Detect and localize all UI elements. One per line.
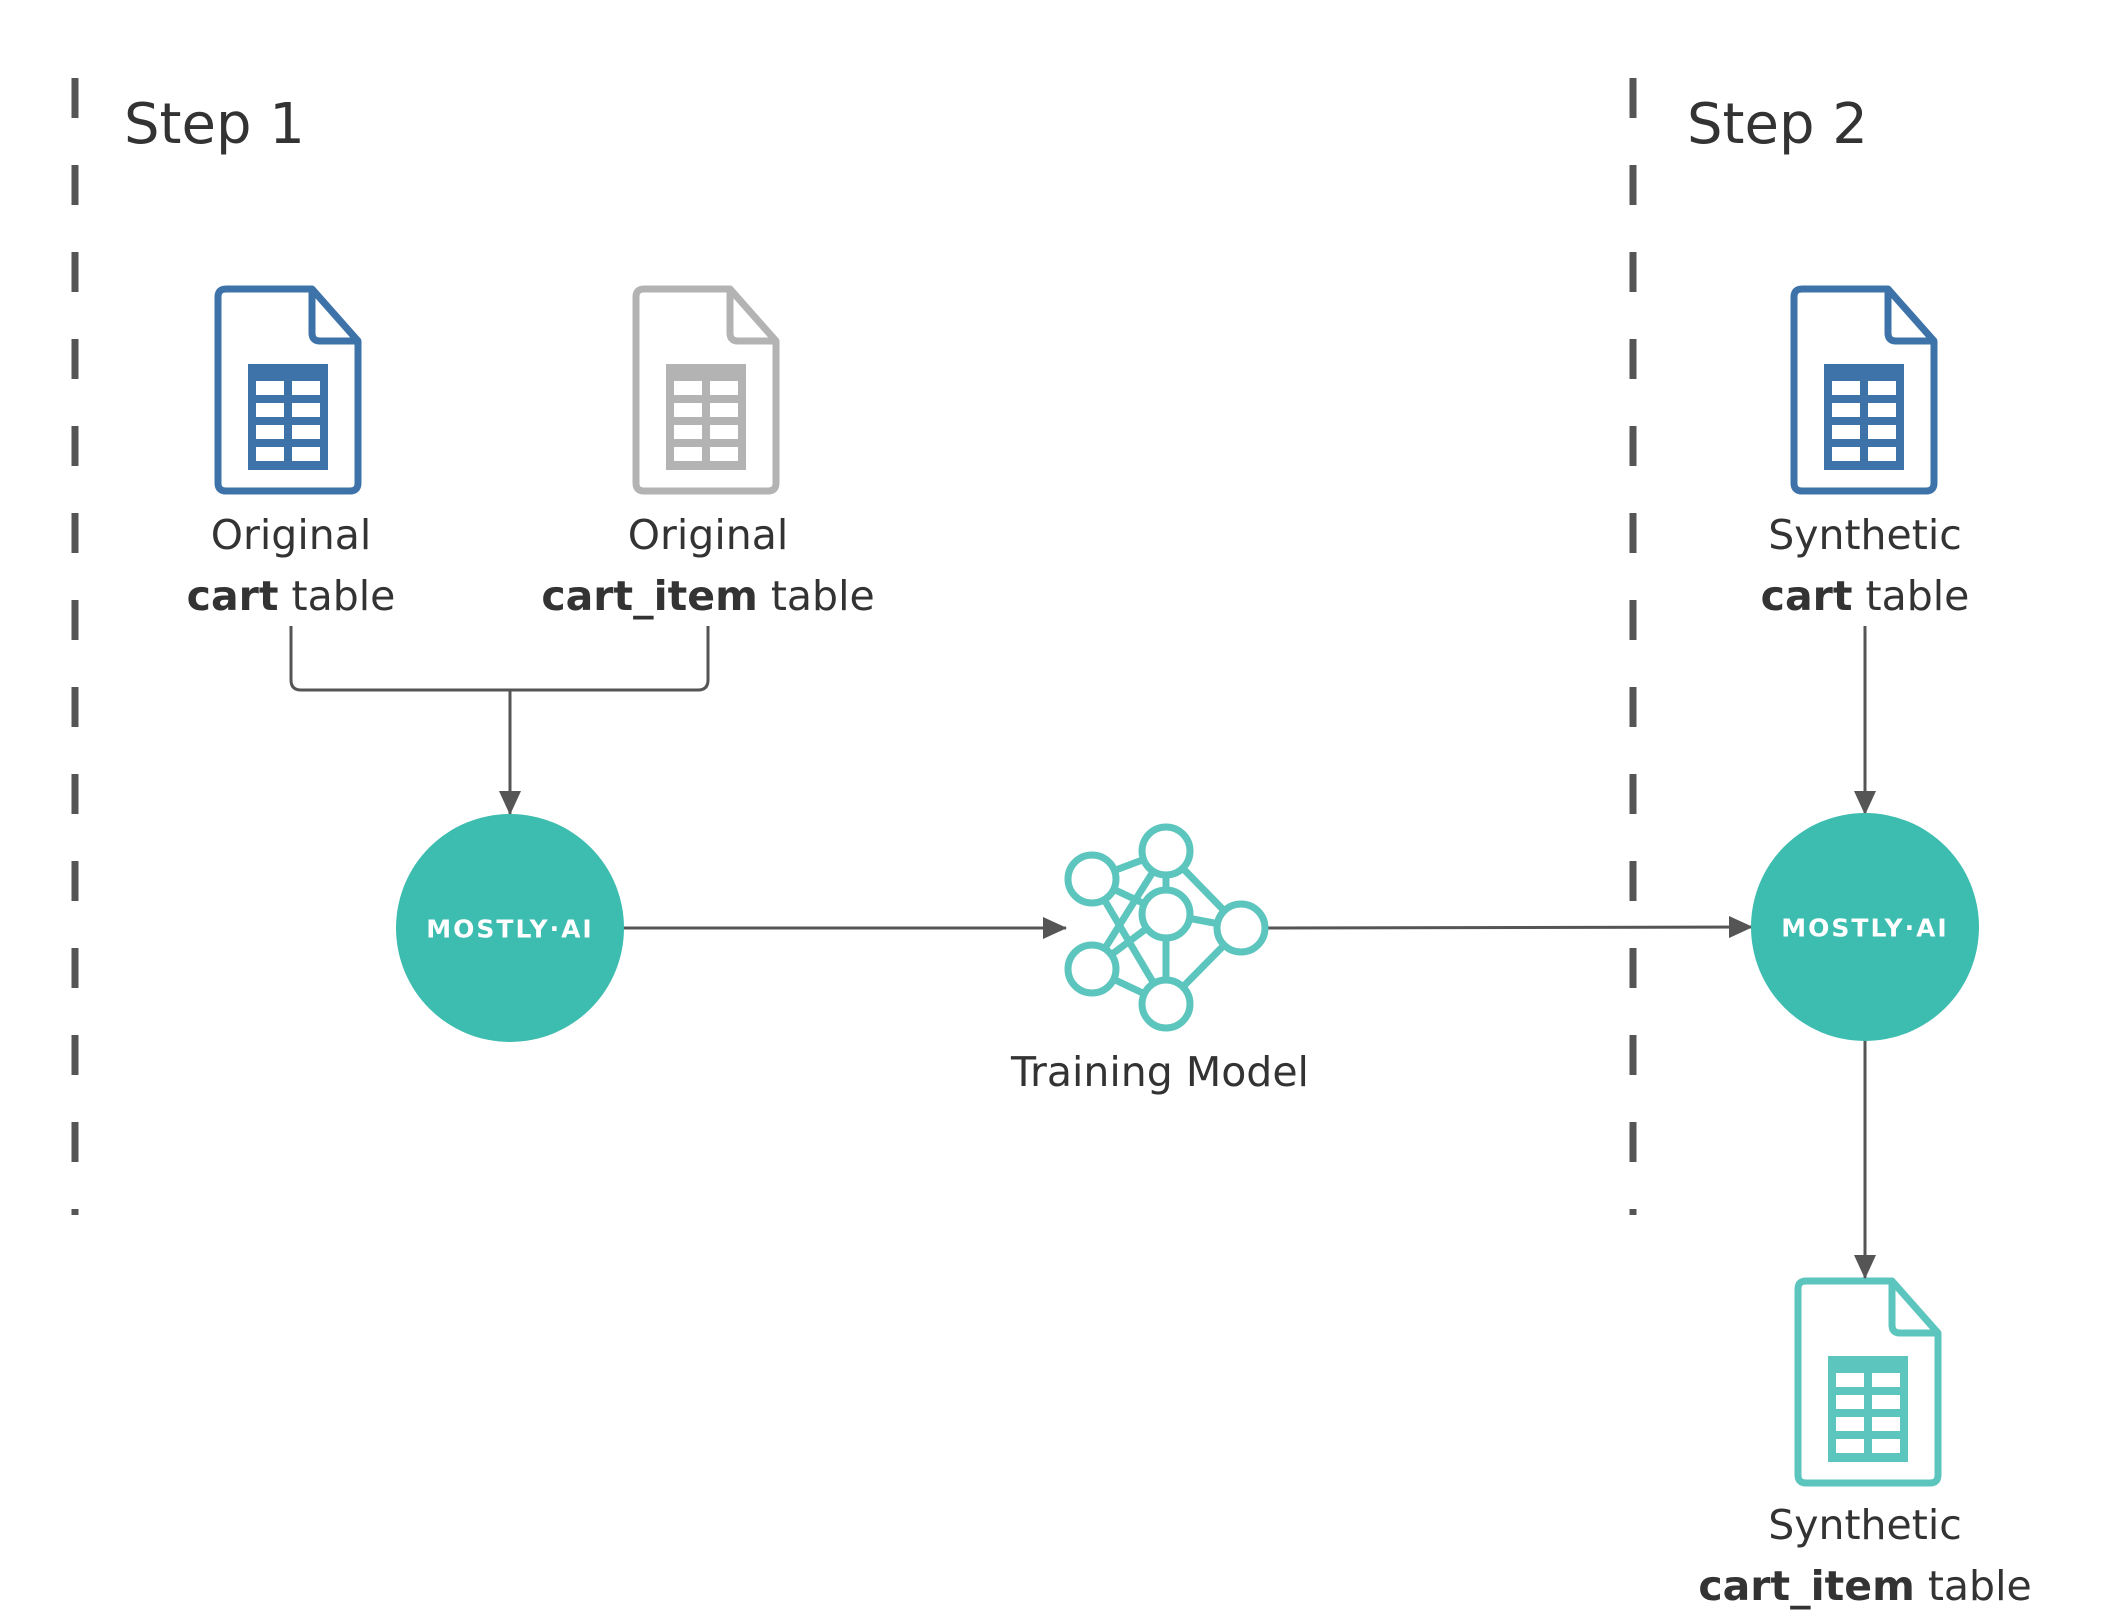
original-cart-item-label-rest: table <box>757 572 875 620</box>
neural-network-icon <box>1064 823 1269 1032</box>
synthetic-cart-item-label: Synthetic cart_item table <box>1698 1496 2031 1618</box>
training-model-caption: Training Model <box>1011 1048 1309 1096</box>
synthetic-cart-file-icon <box>1790 285 1938 495</box>
synthetic-cart-item-label-bold: cart_item <box>1698 1562 1915 1610</box>
synthetic-cart-label-rest: table <box>1852 572 1970 620</box>
original-tables-merge-connector <box>289 626 710 692</box>
mostly-ai-logo-step1: MOSTLY·AI <box>426 914 594 944</box>
synthetic-cart-item-label-line1: Synthetic <box>1768 1501 1962 1549</box>
synthetic-cart-label-line2: cart table <box>1761 564 1970 628</box>
original-cart-label-bold: cart <box>186 572 279 620</box>
original-cart-label-rest: table <box>278 572 396 620</box>
original-cart-item-file-icon <box>632 285 780 495</box>
synthetic-cart-item-label-rest: table <box>1914 1562 2032 1610</box>
mostly-ai-logo-step2: MOSTLY·AI <box>1781 913 1949 943</box>
mostly-ai-engine-step1 <box>396 814 624 1042</box>
step-1-heading: Step 1 <box>124 92 305 157</box>
original-cart-label: Original cart table <box>187 506 396 628</box>
original-cart-label-line2: cart table <box>187 564 396 628</box>
original-cart-label-line1: Original <box>210 511 372 559</box>
synthetic-cart-label-line1: Synthetic <box>1768 511 1962 559</box>
original-cart-item-label-bold: cart_item <box>541 572 758 620</box>
synthetic-cart-label: Synthetic cart table <box>1761 506 1970 628</box>
mostly-ai-engine-step2 <box>1751 813 1979 1041</box>
synthetic-cart-item-file-icon <box>1794 1277 1942 1487</box>
step-2-heading: Step 2 <box>1687 92 1868 157</box>
original-cart-item-label-line2: cart_item table <box>541 564 874 628</box>
synthetic-cart-item-label-line2: cart_item table <box>1698 1554 2031 1618</box>
original-cart-item-label: Original cart_item table <box>541 506 874 628</box>
model-to-engine-arrow <box>1267 916 1753 939</box>
original-cart-file-icon <box>214 285 362 495</box>
synthetic-cart-label-bold: cart <box>1760 572 1853 620</box>
original-cart-item-label-line1: Original <box>627 511 789 559</box>
